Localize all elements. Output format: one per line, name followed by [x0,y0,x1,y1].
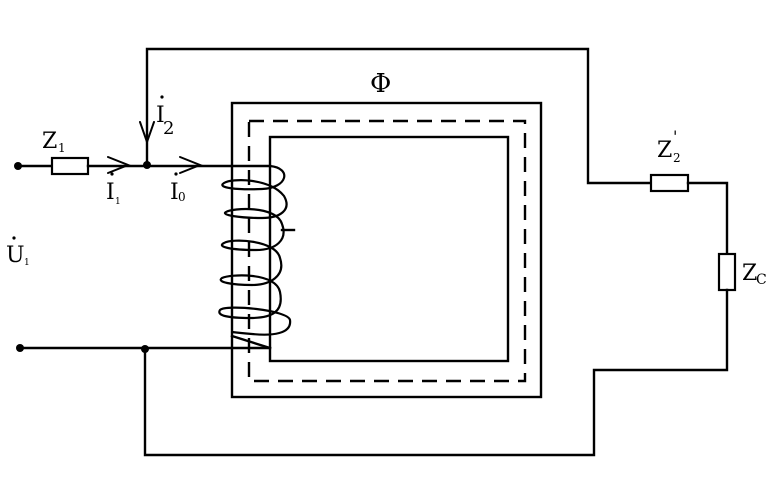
label-i2: I [156,103,165,128]
resistor-z1 [50,156,90,176]
resistor-z2-prime [649,173,690,193]
label-z2-prime: Z [657,138,672,163]
winding-tail [230,334,272,350]
label-z1: Z [42,129,57,154]
phasor-dot-i1 [110,172,114,176]
label-i1-sub: 1 [115,197,121,207]
label-u1-sub: 1 [24,258,30,268]
label-z1-sub: 1 [58,141,66,155]
label-i2-sub: 2 [163,118,174,139]
core-outer-boundary [230,101,543,399]
secondary-wire-top [145,47,653,185]
input-terminal-top[interactable] [14,162,22,170]
label-i1: I [106,180,115,205]
arrow-i2 [139,121,155,146]
phasor-dot-i2 [160,95,164,99]
label-i0: I [170,180,179,205]
resistor-zc [717,252,737,292]
label-zc-sub: C [756,272,767,288]
label-flux: Φ [370,69,391,99]
secondary-wire-right [686,181,729,256]
arrow-i0 [179,156,203,174]
primary-winding-coil [218,164,292,336]
label-i0-sub: 0 [178,190,186,204]
secondary-wire-bottom [143,288,729,457]
label-zc: Z [742,261,757,286]
input-terminal-bottom[interactable] [16,344,24,352]
phasor-dot-u1 [12,236,16,240]
phasor-dot-i0 [174,172,178,176]
label-z2-prime-mark: ' [673,127,677,146]
label-z2-prime-sub: 2 [673,151,681,165]
label-u1: U [6,243,25,268]
arrow-i1 [107,156,131,174]
core-window [268,135,510,363]
magnetic-flux-path [247,119,527,383]
